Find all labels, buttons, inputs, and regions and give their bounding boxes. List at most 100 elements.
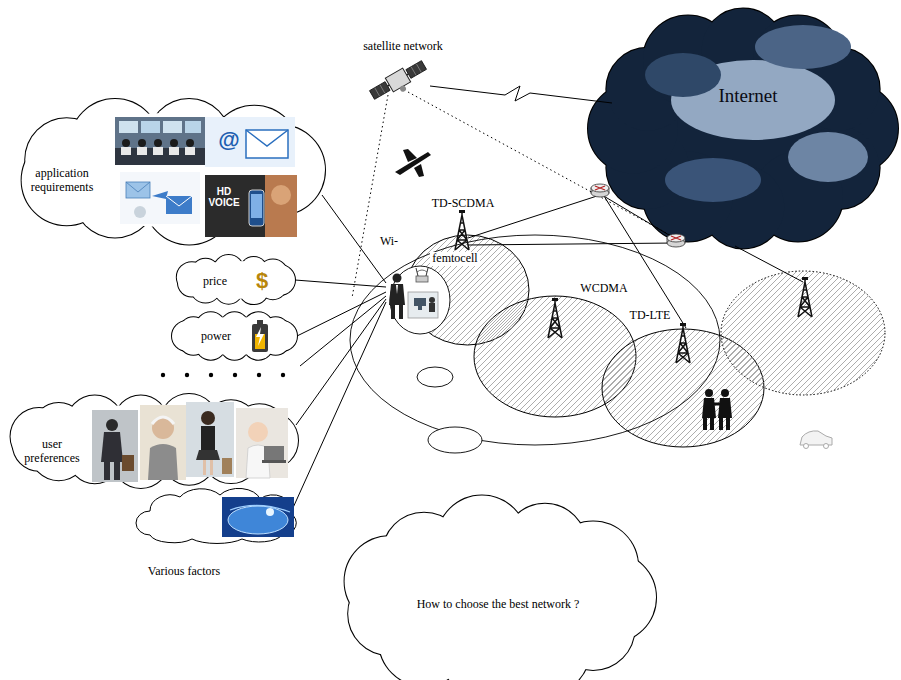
leader-line <box>296 299 386 425</box>
conference-photo <box>185 121 201 133</box>
satellite-icon <box>406 61 427 79</box>
battery-icon <box>252 324 268 352</box>
globe-image <box>222 497 294 537</box>
cloud-shape <box>340 495 656 680</box>
text-label: HD VOICE <box>206 186 241 209</box>
ellipsis-dots <box>281 373 285 377</box>
ellipsis-dots <box>257 373 261 377</box>
cloud-outline <box>345 496 656 680</box>
conference-photo <box>170 139 178 147</box>
voice-photo <box>249 190 264 226</box>
access-point <box>416 276 428 282</box>
user-photo <box>248 422 268 442</box>
user-photo <box>114 462 120 480</box>
cloud-shading <box>788 132 868 182</box>
people-figure <box>703 418 707 430</box>
factor-cloud <box>136 488 296 543</box>
message-icon <box>134 206 146 218</box>
satellite-icon <box>411 64 421 76</box>
conference-photo <box>163 121 182 133</box>
cloud-fill <box>588 9 898 249</box>
satellite-icon <box>388 74 409 86</box>
user-photo <box>148 444 178 480</box>
coverage-ellipse <box>428 427 482 453</box>
battery-icon <box>257 320 263 324</box>
base-station <box>676 323 690 363</box>
base-station <box>455 210 469 250</box>
office-scene <box>418 306 422 310</box>
office-scene <box>429 297 435 303</box>
leader-line <box>322 195 386 283</box>
router <box>591 184 609 197</box>
message-icon <box>120 172 200 224</box>
node-label: price <box>203 275 227 289</box>
router <box>667 234 685 247</box>
user-photo <box>262 460 286 463</box>
conference-photo <box>185 147 195 155</box>
car-icon <box>804 444 809 449</box>
node-label: TD-LTE <box>630 309 671 323</box>
user-photo <box>106 419 118 431</box>
cloud-shape <box>172 311 297 361</box>
user-photo <box>236 408 288 478</box>
conference-photo <box>186 139 194 147</box>
user-photo <box>152 417 174 439</box>
email-icon <box>246 130 288 146</box>
user-photo <box>101 432 123 462</box>
user-photo <box>203 460 206 475</box>
satellite-icon <box>399 85 407 93</box>
network-link <box>468 195 600 238</box>
message-icon <box>126 182 150 198</box>
user-photo <box>222 458 232 474</box>
access-point <box>416 268 428 282</box>
people-figure <box>702 389 732 430</box>
cloud-fill <box>345 496 656 680</box>
globe-image <box>222 497 294 537</box>
cloud-outline <box>177 255 295 304</box>
cloud-node: How to choose the best network ? <box>340 495 656 680</box>
user-photo <box>201 426 215 450</box>
factor-cloud <box>136 488 296 543</box>
cloud-shading <box>645 25 868 202</box>
leader-line <box>292 195 386 510</box>
airplane-icon <box>414 164 424 177</box>
node-label: How to choose the best network ? <box>417 598 580 612</box>
ellipsis-dots <box>209 373 213 377</box>
people-figure <box>726 418 730 430</box>
user-photo <box>196 450 220 460</box>
access-point <box>417 270 427 272</box>
ellipsis-dots <box>185 373 189 377</box>
user-photo <box>122 455 134 471</box>
people-figure <box>721 389 729 397</box>
conference-photo <box>115 148 205 165</box>
voice-photo <box>265 175 297 237</box>
voice-photo <box>205 175 297 237</box>
conference-photo <box>122 139 130 147</box>
conference-photo <box>154 139 162 147</box>
access-point <box>416 268 428 276</box>
cloud-fill <box>22 99 325 245</box>
email-icon <box>246 130 288 158</box>
router <box>591 184 685 247</box>
email-icon <box>205 117 295 167</box>
user-photo <box>201 411 215 425</box>
airplane-icon <box>403 149 417 162</box>
text-label: $ <box>254 268 270 293</box>
network-link <box>468 243 676 245</box>
coverage-ellipse <box>417 367 453 387</box>
cloud-fill <box>11 394 298 488</box>
conference-photo <box>169 147 179 155</box>
cloud-shape <box>175 255 295 305</box>
leader-line <box>292 302 386 510</box>
user-photo <box>186 402 234 477</box>
ellipsis-dots <box>161 373 165 377</box>
coverage-ellipse <box>350 235 720 445</box>
text-label: @ <box>216 127 241 152</box>
text-label: Various factors <box>146 565 222 579</box>
cloud-outline <box>22 99 325 245</box>
message-icon <box>166 196 192 206</box>
car-icon <box>824 444 829 449</box>
user-figure <box>389 274 405 320</box>
message-icon <box>166 196 192 214</box>
